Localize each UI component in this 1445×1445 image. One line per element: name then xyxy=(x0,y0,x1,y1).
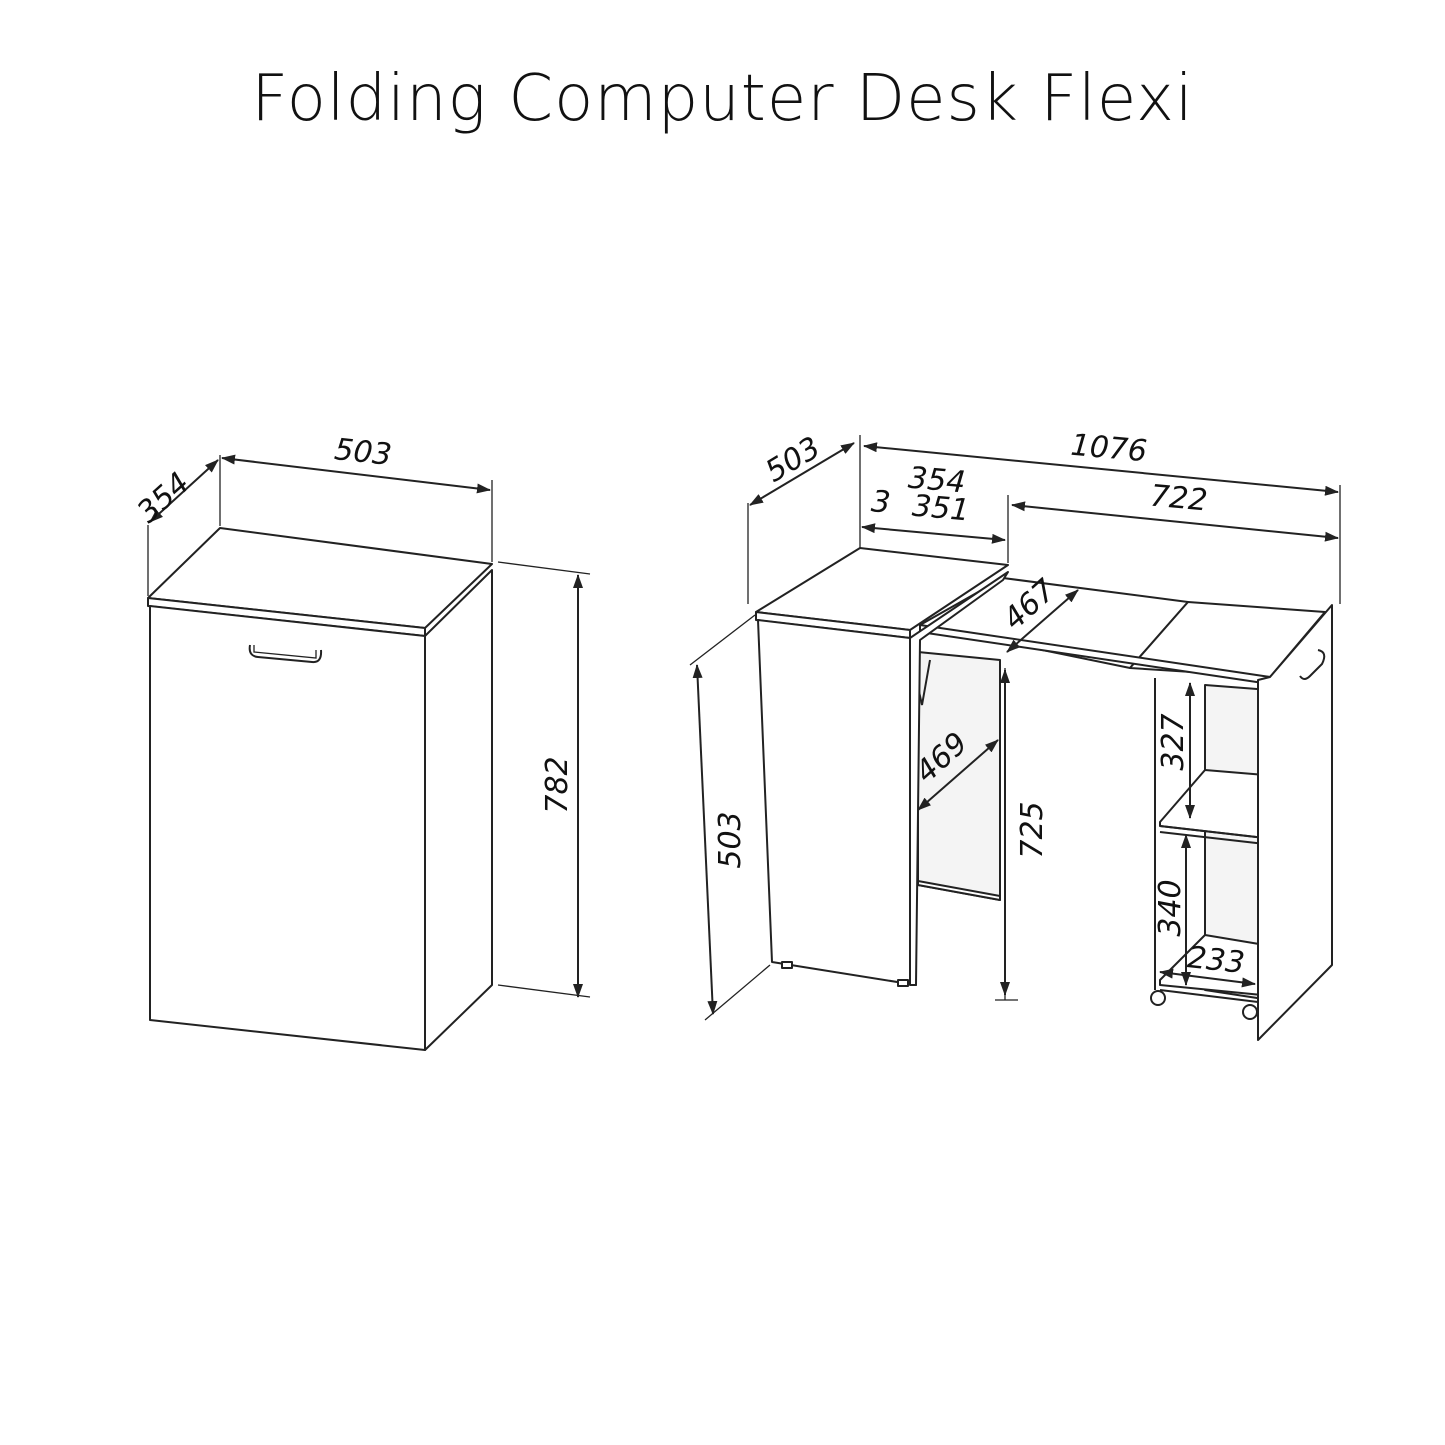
total-width-label: 1076 xyxy=(1069,428,1148,470)
inner-width-dimension-line xyxy=(861,523,1006,544)
open-desk xyxy=(755,547,1333,1041)
page-title: Folding Computer Desk Flexi xyxy=(251,62,1194,136)
upper-shelf-label: 327 xyxy=(1156,713,1191,770)
open-depth-dimension-line xyxy=(749,442,855,506)
inner-width-label: 351 xyxy=(911,489,971,529)
cabinet-door xyxy=(149,605,426,1051)
closed-width-dimension-line xyxy=(221,454,491,494)
cabinet-side xyxy=(424,569,493,1051)
panel-depth-dimension-line xyxy=(1006,589,1079,653)
desk-height-label: 725 xyxy=(1015,801,1050,858)
shelf-width-label: 233 xyxy=(1186,940,1247,981)
open-height-label: 503 xyxy=(713,811,748,868)
closed-depth-label: 354 xyxy=(131,466,197,530)
open-dimensions xyxy=(689,435,1341,1021)
right-side-panel xyxy=(1257,604,1333,1041)
extension-width-label: 722 xyxy=(1149,479,1209,519)
open-depth-label: 503 xyxy=(760,430,827,489)
closed-dimensions xyxy=(147,454,591,998)
closed-width-label: 503 xyxy=(333,432,394,473)
shelf-width-dimension-line xyxy=(1159,968,1256,988)
left-cabinet-front xyxy=(757,619,917,986)
closed-cabinet xyxy=(147,527,493,1051)
extension-width-dimension-line xyxy=(1011,501,1339,542)
closed-depth-dimension-line xyxy=(149,459,219,523)
closed-height-label: 782 xyxy=(540,756,575,813)
side-handle-icon xyxy=(1299,649,1326,680)
door-handle-icon xyxy=(248,644,323,664)
gap-label: 3 xyxy=(870,484,892,521)
open-height-dimension-line xyxy=(692,664,718,1015)
wheel-icon xyxy=(1150,990,1166,1006)
total-width-dimension-line xyxy=(863,442,1339,496)
top-width-label: 354 xyxy=(907,461,967,501)
wheel-icon xyxy=(1242,1004,1258,1020)
lower-shelf-label: 340 xyxy=(1153,879,1188,936)
left-cabinet-side xyxy=(909,571,1009,986)
leg-depth-dimension-line xyxy=(917,739,999,811)
